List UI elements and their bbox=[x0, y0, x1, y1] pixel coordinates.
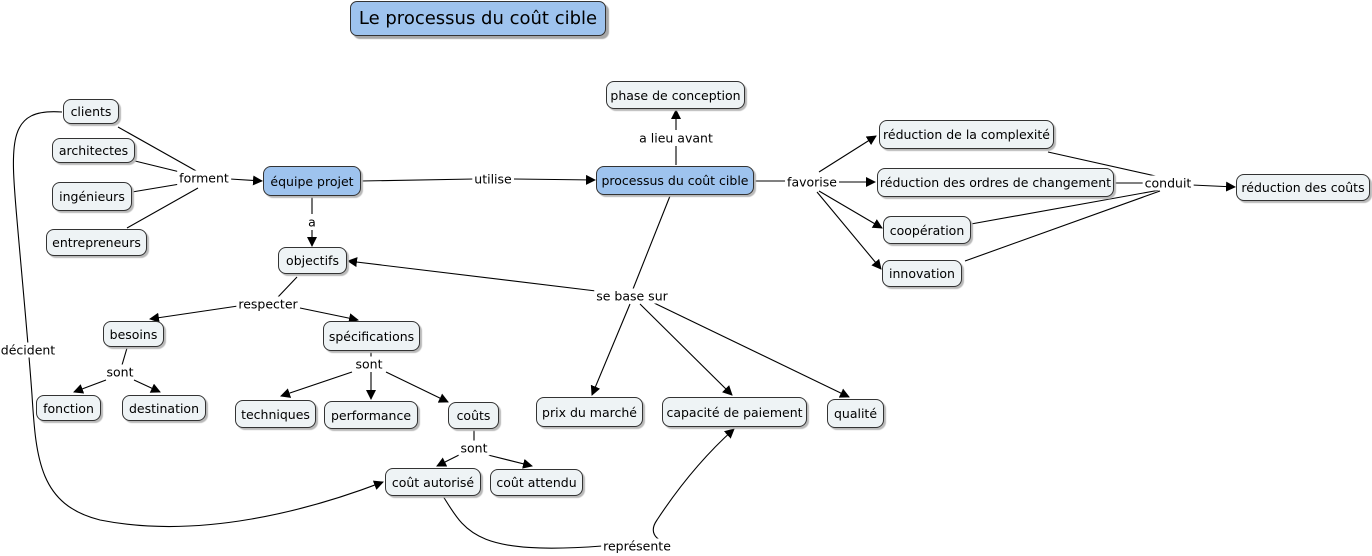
link-favorise: favorise bbox=[785, 174, 839, 190]
link-sont-specifications: sont bbox=[353, 356, 385, 372]
node-cout-autorise[interactable]: coût autorisé bbox=[385, 468, 481, 496]
link-sont-besoins: sont bbox=[104, 364, 136, 380]
link-respecter: respecter bbox=[236, 296, 300, 312]
node-cooperation[interactable]: coopération bbox=[883, 216, 971, 244]
node-capacite-paiement[interactable]: capacité de paiement bbox=[662, 397, 807, 427]
node-besoins[interactable]: besoins bbox=[103, 321, 164, 347]
node-specifications[interactable]: spécifications bbox=[323, 321, 420, 351]
node-entrepreneurs[interactable]: entrepreneurs bbox=[46, 229, 147, 256]
node-fonction[interactable]: fonction bbox=[36, 395, 101, 421]
map-title: Le processus du coût cible bbox=[350, 1, 606, 36]
node-phase-conception[interactable]: phase de conception bbox=[606, 81, 745, 109]
node-equipe-projet[interactable]: équipe projet bbox=[263, 166, 361, 196]
node-reduction-couts[interactable]: réduction des coûts bbox=[1236, 174, 1370, 201]
link-se-base-sur: se base sur bbox=[594, 288, 670, 304]
node-reduction-complexite[interactable]: réduction de la complexité bbox=[879, 120, 1054, 149]
node-cout-attendu[interactable]: coût attendu bbox=[490, 469, 583, 496]
node-objectifs[interactable]: objectifs bbox=[278, 247, 347, 274]
node-clients[interactable]: clients bbox=[63, 99, 119, 124]
node-processus-cout-cible[interactable]: processus du coût cible bbox=[596, 166, 754, 195]
link-represente: représente bbox=[601, 538, 673, 554]
link-a-lieu-avant: a lieu avant bbox=[637, 130, 715, 146]
node-qualite[interactable]: qualité bbox=[827, 399, 884, 428]
node-prix-marche[interactable]: prix du marché bbox=[536, 397, 643, 427]
node-innovation[interactable]: innovation bbox=[882, 260, 962, 287]
node-destination[interactable]: destination bbox=[122, 395, 206, 421]
link-conduit: conduit bbox=[1142, 175, 1194, 191]
node-couts[interactable]: coûts bbox=[448, 402, 499, 429]
node-ingenieurs[interactable]: ingénieurs bbox=[52, 182, 132, 211]
node-architectes[interactable]: architectes bbox=[52, 138, 135, 163]
node-reduction-ordres[interactable]: réduction des ordres de changement bbox=[877, 168, 1114, 197]
link-decident: décident bbox=[0, 342, 58, 358]
link-forment: forment bbox=[177, 170, 231, 186]
link-a: a bbox=[306, 214, 318, 230]
node-techniques[interactable]: techniques bbox=[235, 400, 316, 428]
node-performance[interactable]: performance bbox=[324, 401, 418, 429]
link-utilise: utilise bbox=[472, 171, 514, 187]
link-sont-couts: sont bbox=[458, 440, 490, 456]
